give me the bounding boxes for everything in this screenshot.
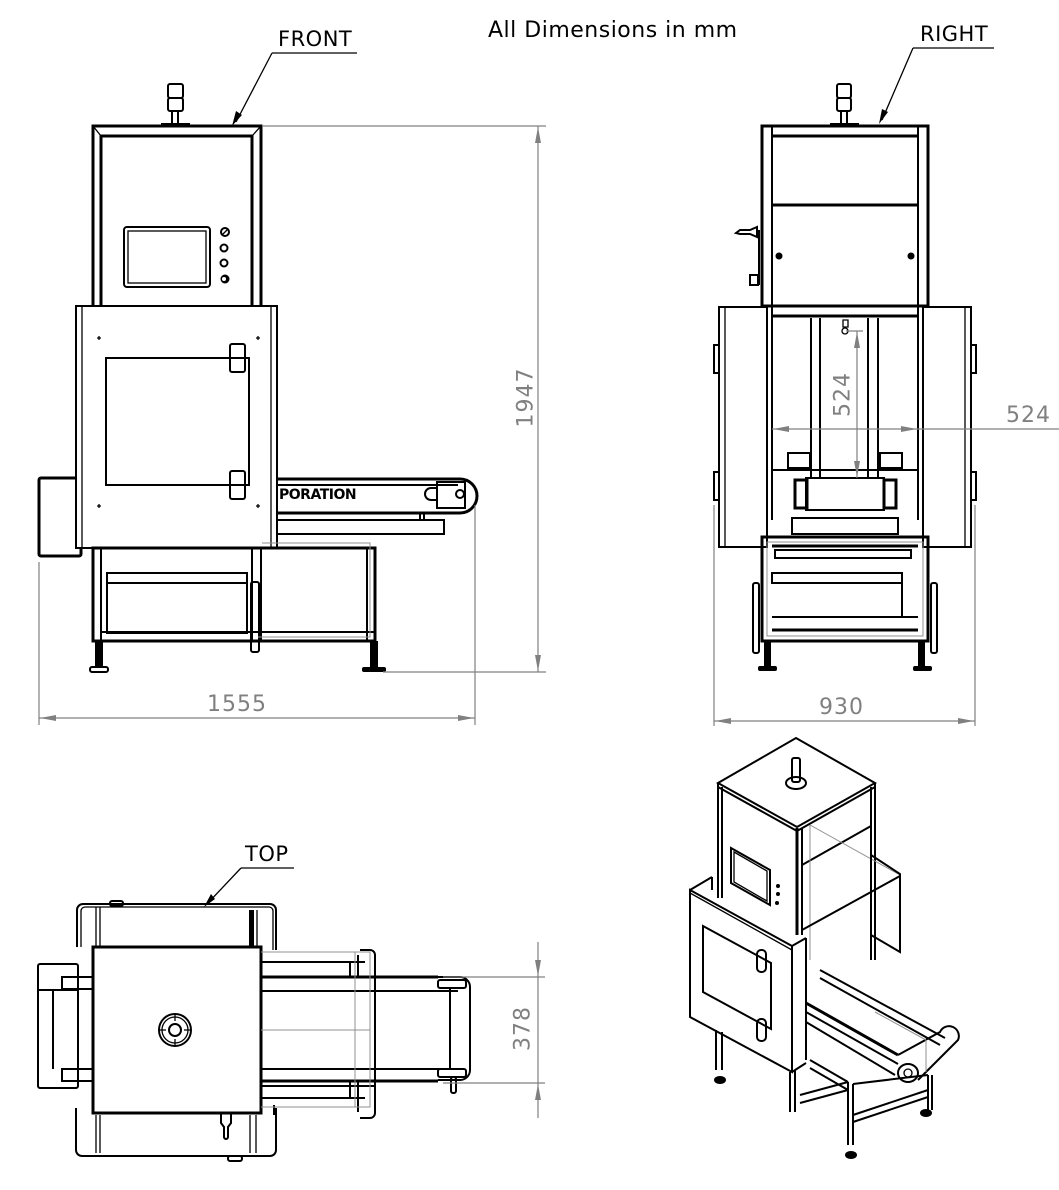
product-tunnel — [805, 477, 885, 511]
label-leaders — [204, 47, 994, 907]
inspection-window — [702, 924, 772, 1031]
air-fitting-icon — [733, 225, 758, 239]
dim-label-overall-width: 930 — [819, 695, 864, 720]
dim-label-aperture-width: 524 — [1006, 403, 1051, 428]
beacon-light-icon — [785, 757, 807, 790]
right-view — [713, 83, 1059, 726]
dim-label-aperture-height: 524 — [830, 372, 856, 417]
view-label-top: TOP — [245, 842, 289, 866]
front-view — [37, 83, 546, 725]
button-icon — [219, 258, 229, 268]
leveling-feet — [758, 641, 932, 671]
hmi-screen — [730, 846, 771, 907]
hinge — [229, 343, 246, 373]
base-frame — [91, 546, 377, 643]
dim-label-overall-height: 1947 — [513, 367, 539, 428]
view-label-right: RIGHT — [920, 22, 989, 46]
view-label-front: FRONT — [278, 27, 353, 51]
hmi-screen — [123, 226, 211, 288]
button-icon — [219, 243, 229, 253]
hinge — [756, 949, 767, 973]
dim-overall-height — [263, 125, 546, 673]
dim-label-overall-length: 1555 — [207, 692, 267, 717]
conveyor-stand — [799, 1059, 933, 1159]
conveyor-belt — [276, 477, 479, 535]
conveyor-branding: PORATION — [279, 487, 357, 503]
beacon-light-icon — [830, 83, 859, 126]
conveyor-belt-top — [261, 949, 471, 1119]
base-frame — [760, 535, 930, 643]
beacon-light-icon — [161, 83, 190, 126]
dim-overall-width — [713, 505, 976, 726]
isometric-view — [689, 736, 960, 1159]
dim-belt-width — [443, 942, 545, 1118]
inspection-window — [105, 357, 250, 486]
motor-box — [37, 963, 79, 1089]
top-view — [37, 900, 545, 1162]
drawing-title: All Dimensions in mm — [488, 18, 738, 43]
leveling-feet — [89, 641, 386, 673]
estop-button-icon — [220, 227, 230, 237]
motor-box — [37, 476, 83, 558]
dim-overall-length — [38, 505, 476, 725]
conveyor-belt-iso — [805, 969, 960, 1083]
dim-label-belt-width: 378 — [510, 1006, 536, 1051]
hinge — [756, 1018, 767, 1042]
hinge — [229, 470, 246, 500]
beacon-top-icon — [158, 1013, 192, 1047]
dim-aperture-width — [772, 426, 1059, 432]
dim-aperture-height — [846, 330, 863, 478]
